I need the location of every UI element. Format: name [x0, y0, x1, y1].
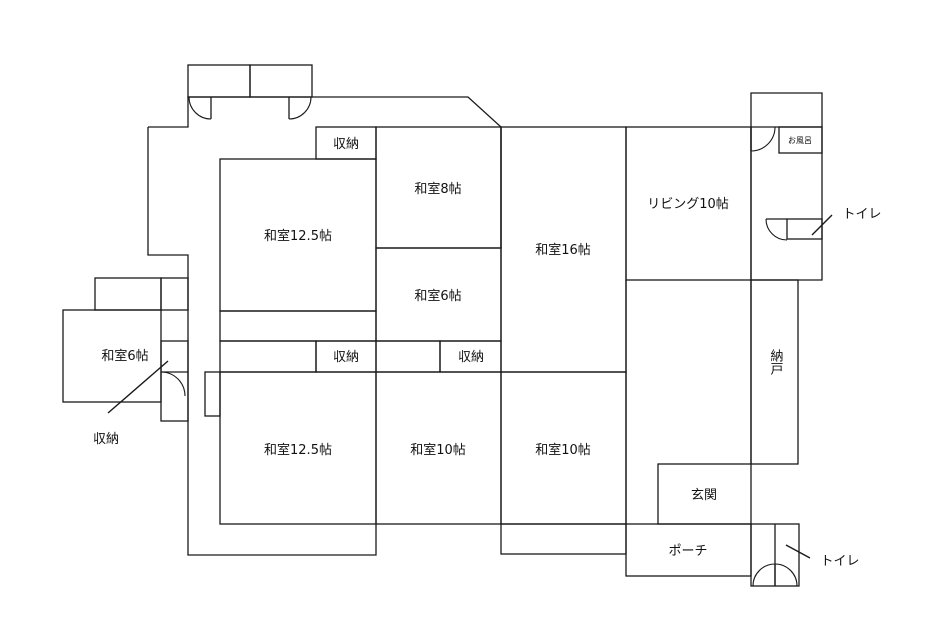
room-label: 玄関	[691, 488, 717, 503]
toilet-label: トイレ	[842, 207, 881, 222]
door-swing	[160, 371, 186, 397]
door-swing	[765, 218, 788, 241]
left-wing-closet-b	[160, 277, 189, 311]
room-label: 和室8帖	[414, 181, 461, 197]
corridor-strip-mid2	[375, 340, 441, 373]
storage-label: 収納	[333, 350, 359, 365]
living-corridor-wall	[625, 280, 752, 524]
door-swing	[774, 563, 798, 587]
room-label: 和室6帖	[101, 348, 148, 364]
storage-leader-line	[107, 360, 169, 414]
room-label-vertical: 納戸	[768, 349, 784, 375]
room-label: 和室12.5帖	[264, 228, 332, 244]
room-label: 和室16帖	[535, 242, 591, 258]
storage-label: 収納	[333, 137, 359, 152]
left-wing-closet-a	[94, 277, 162, 311]
room-label: お風呂	[788, 136, 812, 145]
balcony-box-right	[249, 64, 313, 98]
storage-label: 収納	[458, 350, 484, 365]
room-ofuro	[778, 126, 823, 154]
left-wing-closet-c	[160, 340, 189, 422]
room-nando	[750, 279, 799, 465]
door-swing	[288, 96, 312, 120]
corridor-strip-upper	[219, 310, 377, 342]
door-swing	[188, 96, 212, 120]
room-label: ポーチ	[668, 544, 707, 559]
corridor-strip-mid	[219, 340, 317, 373]
room-label: 和室12.5帖	[264, 442, 332, 458]
toilet-upper	[786, 218, 823, 240]
door-swing	[752, 563, 776, 587]
toilet-label: トイレ	[820, 554, 859, 569]
room-label: 和室10帖	[410, 442, 466, 458]
storage-callout-label: 収納	[93, 432, 119, 447]
toilet-upper-leader	[811, 214, 833, 236]
exterior-wall	[147, 96, 502, 556]
right-wing-wall	[750, 92, 823, 281]
balcony-box-left	[187, 64, 251, 98]
toilet-lower-leader	[785, 544, 811, 559]
room-label: 和室10帖	[535, 442, 591, 458]
small-wall-notch	[204, 371, 221, 417]
bottom-strip	[500, 523, 627, 555]
room-label: リビング10帖	[647, 197, 729, 212]
door-swing	[750, 126, 776, 152]
room-label: 和室6帖	[414, 288, 461, 304]
